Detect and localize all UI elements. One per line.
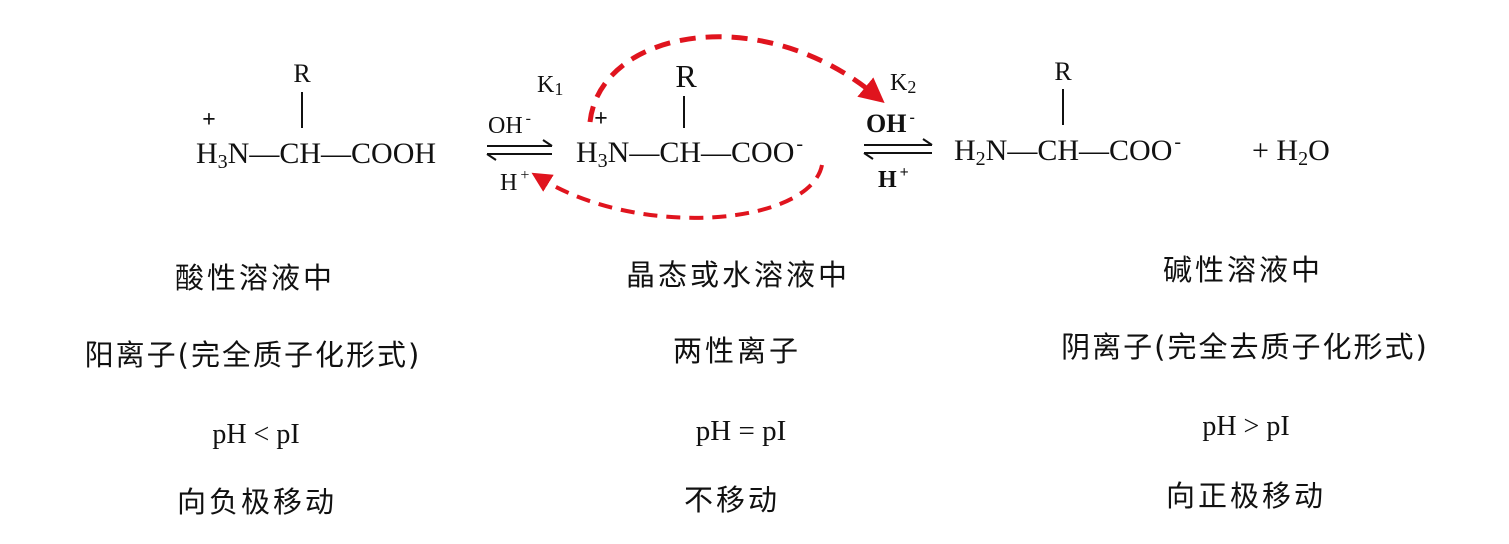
water-product: + H2O: [1252, 134, 1330, 170]
form-label: 阴离子(完全去质子化形式): [1061, 330, 1429, 364]
column-neutral: 晶态或水溶液中 两性离子 pH = pI 不移动: [626, 258, 850, 517]
column-acidic: 酸性溶液中 阳离子(完全质子化形式) pH < pI 向负极移动: [85, 261, 422, 519]
reverse-reagent: H+: [878, 164, 909, 193]
charge-plus: +: [594, 106, 608, 132]
reverse-arrow-head: [486, 153, 497, 161]
formula-cation: H3N—CH—COOH: [196, 137, 436, 173]
migration-label: 向负极移动: [177, 485, 337, 519]
forward-reagent: OH-: [866, 109, 915, 138]
reverse-arrow-head: [863, 152, 874, 160]
form-label: 两性离子: [673, 334, 801, 368]
r-group-label: R: [293, 59, 311, 88]
species-anion: R H2N—CH—COO- + H2O: [954, 57, 1330, 170]
equilibrium-arrow-1: K1 OH- H+: [486, 72, 563, 196]
condition-label: 晶态或水溶液中: [626, 258, 850, 292]
column-basic: 碱性溶液中 阴离子(完全去质子化形式) pH > pI 向正极移动: [1061, 253, 1429, 513]
formula-zwitterion: H3N—CH—COO-: [576, 133, 803, 172]
ph-relation-label: pH = pI: [696, 415, 786, 447]
red-dashed-arrow-upper: [587, 34, 885, 123]
ph-relation-label: pH > pI: [1202, 411, 1289, 442]
red-dashed-arrow-lower: [531, 164, 824, 220]
form-label: 阳离子(完全质子化形式): [85, 338, 422, 372]
r-group-label: R: [675, 58, 697, 94]
forward-arrow-head: [922, 138, 933, 146]
species-zwitterion: + R H3N—CH—COO-: [576, 58, 803, 172]
equilibrium-arrow-2: K2 OH- H+: [863, 70, 933, 193]
r-group-label: R: [1054, 57, 1072, 86]
migration-label: 向正极移动: [1166, 479, 1326, 513]
charge-plus: +: [202, 107, 216, 133]
rate-constant-k1: K1: [537, 72, 563, 99]
species-cation: + R H3N—CH—COOH: [196, 59, 436, 173]
forward-arrow-head: [542, 139, 553, 147]
reverse-reagent: H+: [500, 167, 529, 196]
forward-reagent: OH-: [488, 110, 531, 139]
condition-label: 碱性溶液中: [1163, 253, 1323, 287]
condition-label: 酸性溶液中: [175, 261, 335, 295]
rate-constant-k2: K2: [890, 70, 916, 97]
formula-anion: H2N—CH—COO-: [954, 131, 1181, 170]
ph-relation-label: pH < pI: [212, 419, 299, 450]
migration-label: 不移动: [684, 483, 780, 517]
